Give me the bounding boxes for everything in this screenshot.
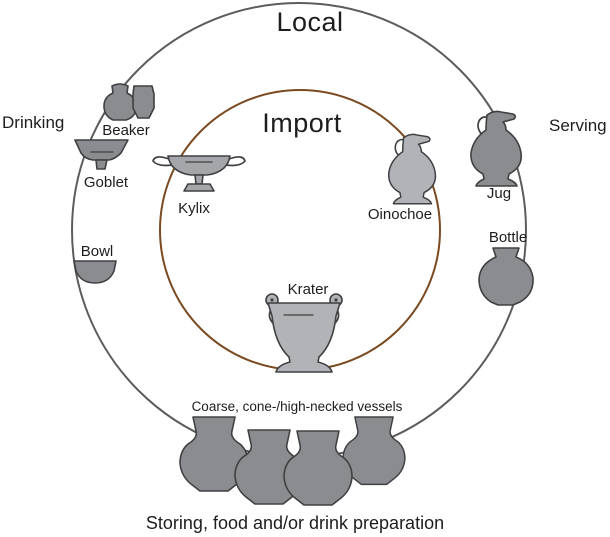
goblet-icon bbox=[74, 139, 129, 170]
kylix-icon bbox=[152, 155, 246, 192]
local-title: Local bbox=[276, 7, 343, 37]
beaker-label: Beaker bbox=[102, 122, 150, 139]
jug-icon bbox=[470, 110, 523, 187]
storage-pots bbox=[179, 416, 406, 506]
bowl-icon bbox=[73, 260, 117, 284]
local-circle bbox=[71, 2, 527, 458]
coarse-vessels-label: Coarse, cone-/high-necked vessels bbox=[192, 399, 403, 414]
bowl-label: Bowl bbox=[81, 243, 114, 260]
krater-icon bbox=[265, 293, 343, 373]
beaker-icon bbox=[103, 83, 155, 121]
bottle-icon bbox=[478, 247, 534, 306]
bottle-label: Bottle bbox=[489, 229, 527, 246]
drinking-label: Drinking bbox=[2, 113, 64, 132]
oinochoe-icon bbox=[387, 133, 437, 205]
kylix-label: Kylix bbox=[178, 200, 210, 217]
krater-label: Krater bbox=[288, 281, 329, 298]
import-title: Import bbox=[262, 108, 342, 138]
serving-label: Serving bbox=[549, 116, 607, 135]
jug-label: Jug bbox=[487, 185, 511, 202]
oinochoe-label: Oinochoe bbox=[368, 206, 432, 223]
goblet-label: Goblet bbox=[84, 174, 129, 191]
storing-caption: Storing, food and/or drink preparation bbox=[146, 513, 444, 533]
storage-pot bbox=[283, 430, 353, 506]
